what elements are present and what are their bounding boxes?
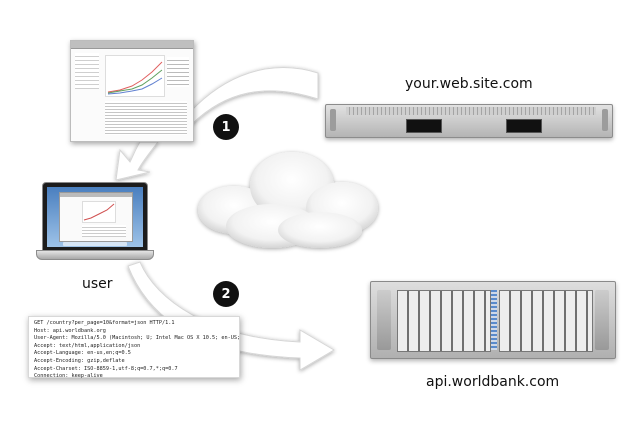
- http-header-accept-encoding: Accept-Encoding: gzip,deflate: [34, 357, 125, 364]
- browser-toolbar: [71, 41, 193, 49]
- http-header-host: Host: api.worldbank.org: [34, 327, 106, 334]
- internet-cloud: [198, 152, 378, 248]
- browser-chart: [105, 55, 165, 97]
- api-server-bays-left: [397, 290, 491, 352]
- user-label: user: [82, 276, 113, 292]
- arrow-user-to-api: [127, 261, 335, 371]
- step-2-badge: 2: [213, 281, 239, 307]
- arrow-page-to-user: [115, 141, 160, 181]
- http-header-user-agent: User-Agent: Mozilla/5.0 (Macintosh; U; I…: [34, 335, 241, 342]
- laptop-screen: [42, 182, 148, 252]
- web-server: [325, 104, 613, 138]
- http-header-connection: Connection: keep-alive: [34, 373, 103, 380]
- browser-window-thumbnail: [70, 40, 194, 142]
- web-server-label: your.web.site.com: [405, 76, 533, 92]
- browser-legend: [167, 57, 189, 87]
- http-header-accept-language: Accept-Language: en-us,en;q=0.5: [34, 350, 131, 357]
- laptop-dock: [63, 242, 127, 246]
- api-server-bays-right: [499, 290, 593, 352]
- http-header-accept: Accept: text/html,application/json: [34, 342, 141, 349]
- api-server-status-column: [491, 290, 497, 350]
- laptop-browser-window: [59, 192, 133, 242]
- arrow-server-to-page: [189, 67, 319, 126]
- http-request-box: GET /country?per_page=10&format=json HTT…: [28, 316, 241, 380]
- http-header-accept-charset: Accept-Charset: ISO-8859-1,utf-8;q=0.7,*…: [34, 365, 178, 372]
- web-server-drive-bay-2: [506, 119, 542, 133]
- step-1-badge: 1: [213, 114, 239, 140]
- api-server-label: api.worldbank.com: [426, 374, 560, 390]
- browser-text: [105, 101, 187, 135]
- laptop-base: [36, 250, 154, 260]
- http-request-line: GET /country?per_page=10&format=json HTT…: [34, 320, 175, 326]
- api-server: [370, 281, 616, 359]
- laptop: [36, 182, 154, 262]
- browser-sidebar: [75, 53, 99, 89]
- web-server-drive-bay-1: [406, 119, 442, 133]
